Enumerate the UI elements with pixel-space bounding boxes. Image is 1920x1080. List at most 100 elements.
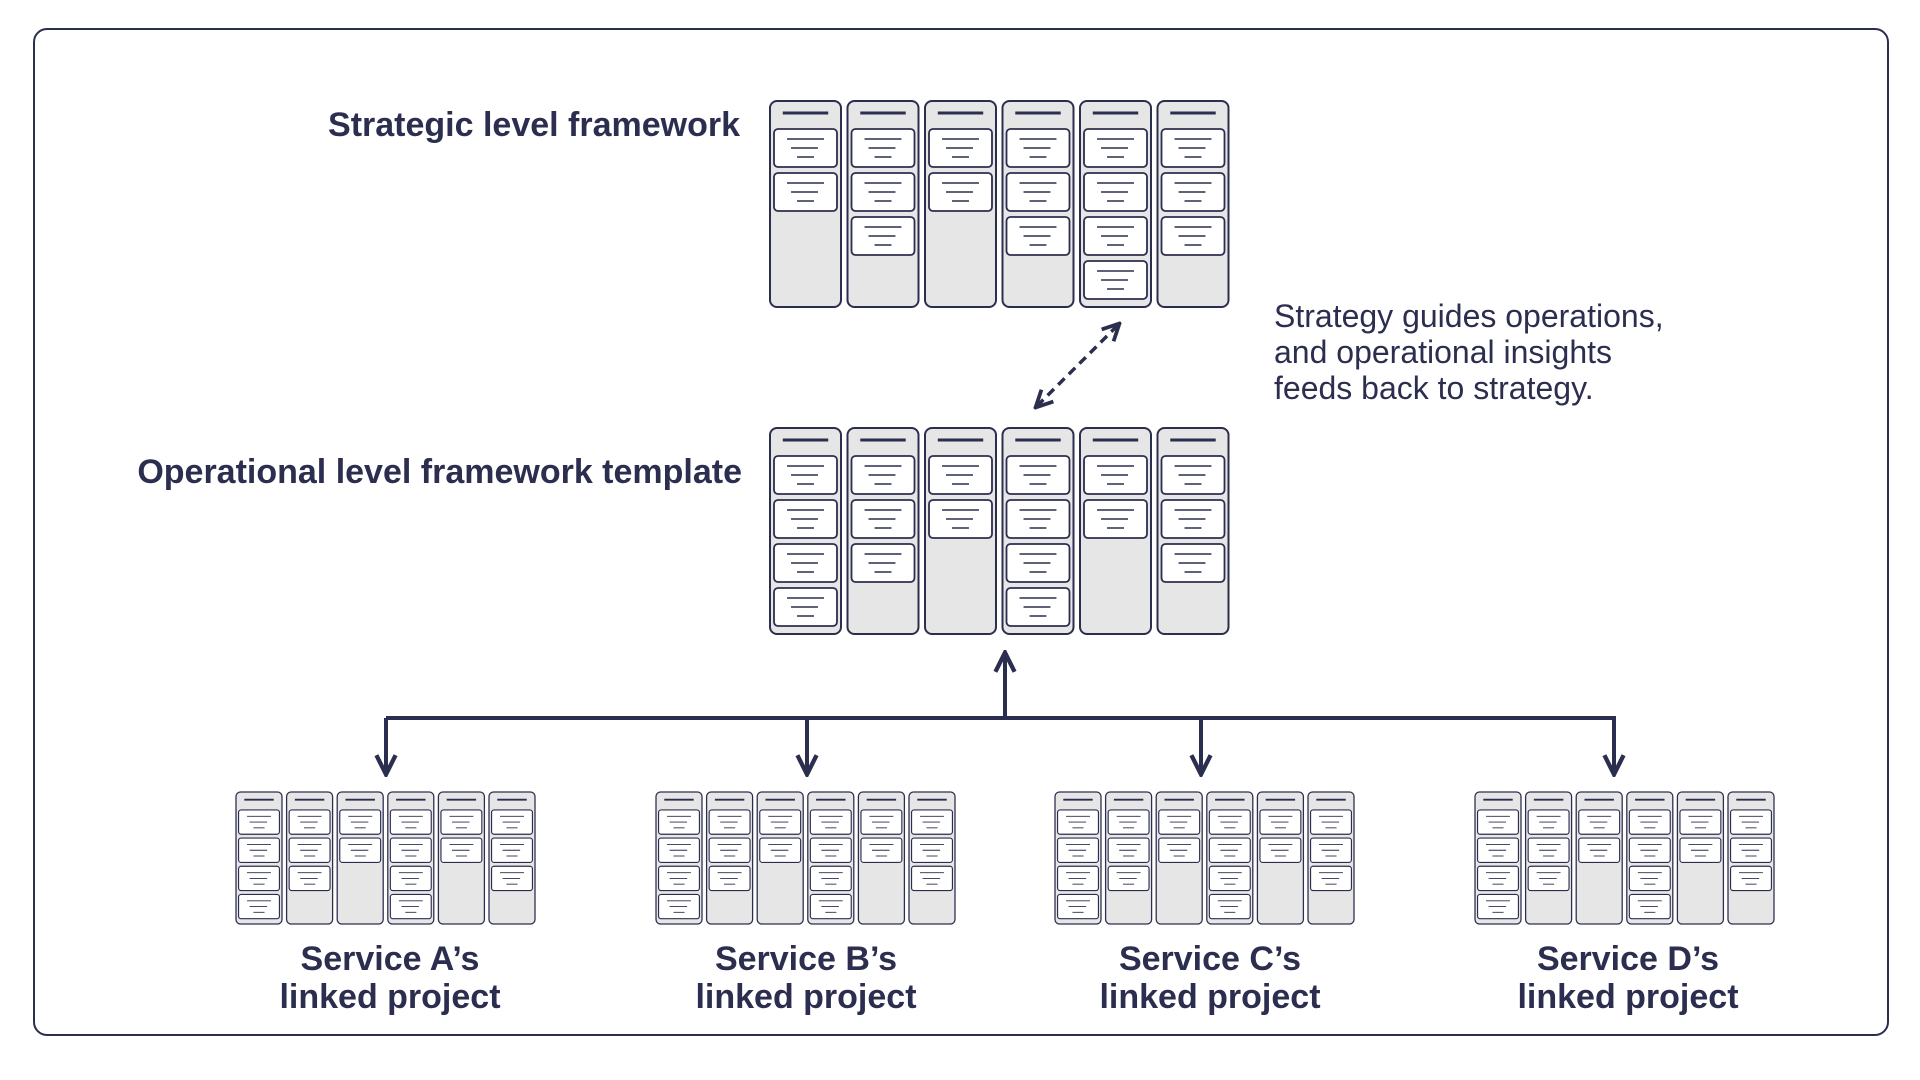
board-column — [655, 791, 703, 925]
board-column — [769, 427, 842, 635]
board-column — [846, 100, 920, 308]
board-card — [1679, 809, 1722, 835]
board-card — [1005, 499, 1071, 539]
board-card — [708, 809, 751, 835]
board-column — [1079, 100, 1152, 308]
board-column — [1001, 100, 1075, 308]
feedback-arrow — [1037, 325, 1118, 406]
board-card — [490, 809, 534, 835]
board-card — [1476, 865, 1520, 892]
board-card — [657, 837, 701, 863]
board-card — [809, 865, 852, 892]
board-card — [1208, 837, 1251, 863]
board-card — [339, 837, 382, 863]
board-card — [928, 172, 993, 212]
board-column — [705, 791, 754, 925]
board-card — [1083, 455, 1148, 495]
board-card — [1158, 809, 1201, 835]
board-card — [773, 172, 838, 212]
board-card — [1679, 837, 1722, 863]
operational-board — [769, 427, 1230, 635]
board-card — [237, 893, 281, 920]
board-card — [809, 837, 852, 863]
board-card — [237, 809, 281, 835]
board-card — [773, 587, 838, 627]
board-card — [928, 128, 993, 168]
board-card — [850, 172, 916, 212]
board-card — [773, 499, 838, 539]
board-card — [1259, 809, 1302, 835]
service-d-board — [1474, 791, 1775, 925]
board-column — [336, 791, 384, 925]
board-card — [708, 837, 751, 863]
board-card — [288, 837, 331, 863]
board-card — [389, 837, 432, 863]
board-card — [860, 809, 903, 835]
board-card — [1628, 809, 1671, 835]
board-column — [807, 791, 855, 925]
feedback-note: Strategy guides operations, and operatio… — [1274, 298, 1664, 406]
board-card — [1083, 216, 1148, 256]
board-card — [1309, 809, 1353, 835]
board-card — [759, 809, 802, 835]
service-a-subtitle: linked project — [279, 978, 501, 1016]
board-card — [1107, 865, 1150, 892]
board-column — [285, 791, 334, 925]
board-card — [490, 865, 534, 892]
board-card — [1527, 837, 1570, 863]
board-column — [1206, 791, 1254, 925]
board-card — [237, 837, 281, 863]
board-card — [910, 809, 954, 835]
board-card — [1160, 499, 1226, 539]
board-card — [1628, 865, 1671, 892]
strategic-board — [769, 100, 1230, 308]
board-card — [657, 865, 701, 892]
board-card — [850, 216, 916, 256]
board-card — [1628, 837, 1671, 863]
board-card — [657, 809, 701, 835]
board-card — [1729, 865, 1773, 892]
board-column — [908, 791, 956, 925]
service-a-board — [235, 791, 536, 925]
board-card — [1309, 865, 1353, 892]
board-card — [928, 455, 993, 495]
board-card — [1083, 128, 1148, 168]
board-card — [1208, 865, 1251, 892]
board-card — [1005, 216, 1071, 256]
board-card — [1158, 837, 1201, 863]
board-card — [389, 809, 432, 835]
board-card — [773, 543, 838, 583]
board-card — [850, 128, 916, 168]
board-card — [1056, 837, 1100, 863]
service-d-caption: Service D’s linked project — [1458, 940, 1798, 1016]
board-card — [1056, 893, 1100, 920]
board-card — [237, 865, 281, 892]
board-card — [1208, 809, 1251, 835]
board-card — [1729, 809, 1773, 835]
board-card — [1083, 172, 1148, 212]
diagram-frame — [33, 28, 1889, 1036]
board-column — [1626, 791, 1674, 925]
board-card — [1309, 837, 1353, 863]
board-card — [809, 893, 852, 920]
service-c-title: Service C’s — [1118, 940, 1302, 978]
feedback-note-line: Strategy guides operations, — [1274, 298, 1664, 334]
board-card — [389, 865, 432, 892]
board-card — [288, 865, 331, 892]
board-card — [440, 837, 483, 863]
strategic-framework-label: Strategic level framework — [328, 106, 740, 144]
board-card — [1005, 172, 1071, 212]
board-card — [1107, 809, 1150, 835]
board-column — [387, 791, 435, 925]
board-card — [1527, 865, 1570, 892]
board-card — [1476, 837, 1520, 863]
board-column — [857, 791, 906, 925]
board-card — [850, 499, 916, 539]
board-card — [288, 809, 331, 835]
board-column — [1156, 427, 1230, 635]
service-b-title: Service B’s — [714, 940, 898, 978]
board-card — [860, 837, 903, 863]
board-card — [1160, 543, 1226, 583]
board-card — [1005, 128, 1071, 168]
